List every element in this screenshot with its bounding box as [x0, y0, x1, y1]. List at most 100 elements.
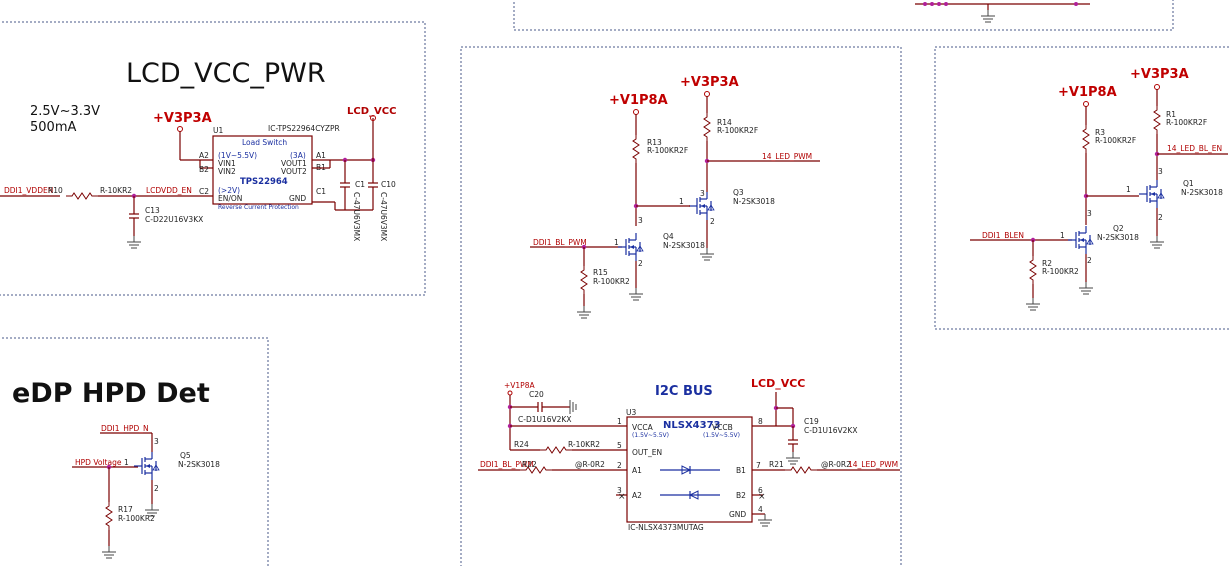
- u3-vcca-range: (1.5V~5.5V): [632, 432, 669, 439]
- c20-val: C-D1U16V2KX: [518, 415, 571, 424]
- u3-pin4: 4: [758, 505, 763, 514]
- c13-ref: C13: [145, 206, 160, 215]
- q4-val: N-2SK3018: [663, 241, 705, 250]
- r1-val: R-100KR2F: [1166, 118, 1207, 127]
- u3-pin7: 7: [756, 461, 761, 470]
- frame-lcd-vcc-pwr: [0, 21, 426, 296]
- u3-pin-b1: B1: [736, 466, 746, 475]
- ball-a2: A2: [199, 151, 209, 160]
- q1-pin2: 2: [1158, 213, 1163, 222]
- ball-c2: C2: [199, 187, 209, 196]
- q5-pin1: 1: [124, 458, 129, 467]
- u1-part: IC-TPS22964CYZPR: [268, 124, 340, 133]
- u1-pin-gnd: GND: [289, 194, 306, 203]
- u1-func: Load Switch: [242, 138, 287, 147]
- u1-load-switch: [212, 135, 313, 205]
- q5-mosfet: [133, 451, 160, 481]
- u3-pin-a1: A1: [632, 466, 642, 475]
- r13-ref: R13: [647, 138, 662, 147]
- u3-pin2: 2: [617, 461, 622, 470]
- u3-pin6: 6: [758, 486, 763, 495]
- ball-b2: B2: [199, 165, 209, 174]
- r22-val: @R-0R2: [575, 460, 605, 469]
- c19-ref: C19: [804, 417, 819, 426]
- u1-pin-vout2: VOUT2: [281, 167, 307, 176]
- u3-pin-b2: B2: [736, 491, 746, 500]
- rail-lcd-vcc-i2c: LCD_VCC: [751, 377, 805, 390]
- q4-pin2: 2: [638, 259, 643, 268]
- rail-lcd-vcc-top: LCD_VCC: [347, 106, 396, 117]
- q3-ref: Q3: [733, 188, 744, 197]
- r17-val: R-100KR2: [118, 514, 155, 523]
- rail-v3p3a-bl-pwm: +V3P3A: [680, 75, 739, 90]
- q2-ref: Q2: [1113, 224, 1124, 233]
- q2-pin3: 3: [1087, 209, 1092, 218]
- r2-ref: R2: [1042, 259, 1052, 268]
- i2c-net-in: DDI1_BL_PWM: [480, 460, 534, 469]
- u3-name: NLSX4373: [663, 420, 721, 431]
- q4-mosfet: [617, 232, 644, 262]
- u1-pin-vout1: VOUT1: [281, 159, 307, 168]
- note-current: 500mA: [30, 120, 76, 135]
- q3-pin3: 3: [700, 189, 705, 198]
- r21-val: @R-0R2: [821, 460, 851, 469]
- frame-top-partial: [513, 0, 1174, 31]
- r17-ref: R17: [118, 505, 133, 514]
- u3-ref: U3: [626, 408, 636, 417]
- q1-pin3: 3: [1158, 167, 1163, 176]
- q4-ref: Q4: [663, 232, 674, 241]
- r15-val: R-100KR2: [593, 277, 630, 286]
- q2-pin2: 2: [1087, 256, 1092, 265]
- u1-protect: Reverse Current Protection: [218, 204, 299, 211]
- q1-mosfet: [1138, 179, 1165, 209]
- c10-ref: C10: [381, 180, 396, 189]
- u1-pin-vin2: VIN2: [218, 167, 236, 176]
- svg-text:×: ×: [758, 492, 766, 502]
- rail-v1p8a-i2c: +V1P8A: [504, 381, 535, 390]
- bl-pwm-net-out: 14_LED_PWM: [762, 152, 812, 161]
- u3-pin8: 8: [758, 417, 763, 426]
- q5-val: N-2SK3018: [178, 460, 220, 469]
- q5-pin3: 3: [154, 437, 159, 446]
- u3-part: IC-NLSX4373MUTAG: [628, 523, 704, 532]
- q1-pin1: 1: [1126, 185, 1131, 194]
- c19-val: C-D1U16V2KX: [804, 426, 857, 435]
- c1-val: C-47U6V3MX: [352, 192, 361, 241]
- i2c-net-out: 14_LED_PWM: [848, 460, 898, 469]
- svg-text:×: ×: [618, 492, 626, 502]
- bl-en-net-out: 14_LED_BL_EN: [1167, 144, 1222, 153]
- u1-ref: U1: [213, 126, 223, 135]
- q3-val: N-2SK3018: [733, 197, 775, 206]
- q2-mosfet: [1067, 225, 1094, 255]
- ball-a1: A1: [316, 151, 326, 160]
- r15-ref: R15: [593, 268, 608, 277]
- rail-v1p8a-bl-en: +V1P8A: [1058, 85, 1117, 100]
- rail-v3p3a-bl-en: +V3P3A: [1130, 67, 1189, 82]
- edp-hpd-voltage-net: HPD Voltage: [75, 458, 122, 467]
- lcd-vcc-pwr-title: LCD_VCC_PWR: [126, 58, 326, 89]
- r13-val: R-100KR2F: [647, 146, 688, 155]
- u1-pin-vin1: VIN1: [218, 159, 236, 168]
- r24-val: R-10KR2: [568, 440, 600, 449]
- u1-in-range: (1V~5.5V): [218, 151, 257, 160]
- r3-ref: R3: [1095, 128, 1105, 137]
- r24-ref: R24: [514, 440, 529, 449]
- u3-pin1: 1: [617, 417, 622, 426]
- u3-pin-out-en: OUT_EN: [632, 448, 662, 457]
- edp-hpd-title: eDP HPD Det: [12, 378, 210, 409]
- frame-edp-hpd: [0, 337, 269, 566]
- u3-pin-vcca: VCCA: [632, 423, 654, 432]
- bl-en-net-in: DDI1_BLEN: [982, 231, 1024, 240]
- r3-val: R-100KR2F: [1095, 136, 1136, 145]
- frame-bl-en: [934, 46, 1230, 330]
- u1-name: TPS22964: [240, 177, 288, 187]
- u3-pin-vccb: VCCB: [712, 423, 733, 432]
- bl-pwm-net-in: DDI1_BL_PWM: [533, 238, 587, 247]
- u3-pin5: 5: [617, 441, 622, 450]
- i2c-bus-title: I2C BUS: [655, 384, 713, 399]
- u1-current: (3A): [290, 151, 306, 160]
- u3-pin-gnd: GND: [729, 510, 746, 519]
- c1-ref: C1: [355, 180, 365, 189]
- r14-val: R-100KR2F: [717, 126, 758, 135]
